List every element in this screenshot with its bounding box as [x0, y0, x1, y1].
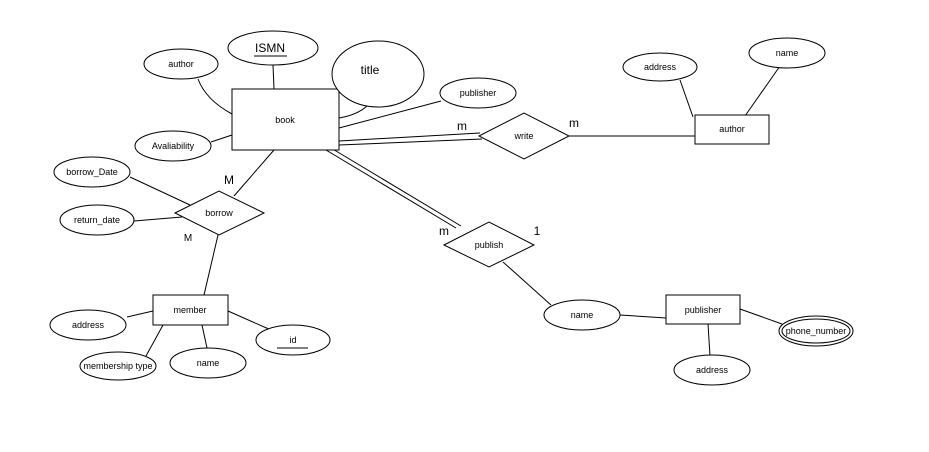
- line-member-address: [126, 310, 154, 318]
- attr-book-availability: Avaliability: [134, 130, 212, 162]
- line-name-publisher: [619, 314, 667, 319]
- attr-publisher-name-label: name: [571, 310, 594, 320]
- line-book-publish-1: [325, 149, 457, 229]
- attr-book-publisher: publisher: [439, 77, 517, 109]
- entity-author: author: [694, 114, 770, 145]
- attr-return-date: return_date: [59, 204, 135, 236]
- entity-publisher: publisher: [665, 294, 741, 325]
- relationship-write: write: [477, 112, 571, 160]
- line-book-title: [338, 105, 368, 119]
- line-book-publisher-attr: [338, 100, 442, 129]
- attr-member-address-label: address: [72, 320, 105, 330]
- cardinality-write-book: m: [457, 119, 467, 133]
- entity-publisher-label: publisher: [685, 305, 722, 315]
- line-book-isbn: [272, 64, 275, 90]
- attr-author-name-label: name: [776, 48, 799, 58]
- attr-member-name-label: name: [197, 358, 220, 368]
- line-book-author-attr: [197, 78, 233, 115]
- line-publisher-address: [707, 323, 711, 357]
- attr-member-id-label: id: [289, 335, 296, 345]
- connectors: [126, 64, 783, 357]
- attr-author-address: address: [622, 52, 698, 82]
- line-book-publish-2: [330, 147, 462, 227]
- relationship-borrow: borrow: [173, 190, 266, 236]
- line-publish-name: [502, 261, 552, 306]
- line-borrow-member: [203, 234, 219, 296]
- attr-book-publisher-label: publisher: [460, 88, 497, 98]
- line-book-write-1: [338, 132, 481, 142]
- relationship-borrow-label: borrow: [205, 208, 233, 218]
- line-return-date: [133, 216, 183, 222]
- line-author-address: [679, 79, 694, 118]
- line-book-availability: [210, 134, 233, 143]
- attr-publisher-address: address: [673, 354, 751, 386]
- attr-book-isbn: ISMN: [227, 30, 319, 66]
- entity-member-label: member: [173, 305, 206, 315]
- attr-publisher-phone-label: phone_number: [786, 326, 847, 336]
- cardinality-publish-book: m: [439, 224, 449, 238]
- attr-book-author: author: [143, 48, 219, 80]
- attr-member-type-label: membership type: [83, 361, 152, 371]
- attr-member-id: id: [255, 324, 331, 356]
- relationship-write-label: write: [513, 131, 533, 141]
- cardinality-borrow-member: M: [184, 233, 192, 244]
- attr-publisher-address-label: address: [696, 365, 729, 375]
- attr-publisher-name: name: [543, 299, 621, 331]
- attr-publisher-phone: phone_number: [778, 315, 854, 347]
- line-member-type: [145, 324, 164, 357]
- line-author-name: [744, 65, 781, 117]
- line-member-id: [227, 310, 272, 331]
- attr-member-type: membership type: [79, 351, 157, 381]
- attr-book-title: title: [331, 40, 425, 108]
- attr-book-isbn-label: ISMN: [255, 41, 285, 55]
- line-publisher-phone: [739, 308, 783, 325]
- line-book-borrow: [233, 149, 275, 197]
- relationship-publish: publish: [442, 221, 536, 268]
- cardinality-write-author: m: [569, 116, 579, 130]
- attr-member-address: address: [49, 309, 127, 341]
- cardinality-publish-publisher: 1: [534, 224, 541, 238]
- relationship-publish-label: publish: [475, 240, 504, 250]
- line-borrow-date: [129, 176, 191, 206]
- attr-return-date-label: return_date: [74, 215, 120, 225]
- entity-book: book: [231, 88, 340, 151]
- entity-author-label: author: [719, 124, 745, 134]
- entity-book-label: book: [275, 115, 295, 125]
- attr-book-availability-label: Avaliability: [152, 141, 195, 151]
- attr-borrow-date: borrow_Date: [53, 156, 131, 188]
- attr-author-address-label: address: [644, 62, 677, 72]
- line-member-name: [201, 324, 208, 349]
- attr-author-name: name: [748, 37, 826, 69]
- cardinality-borrow-book: M: [224, 173, 234, 187]
- entity-member: member: [152, 294, 229, 326]
- attr-member-name: name: [169, 347, 247, 379]
- line-book-write-2: [338, 138, 483, 146]
- attr-borrow-date-label: borrow_Date: [66, 167, 118, 177]
- attr-book-author-label: author: [168, 59, 194, 69]
- attr-book-title-label: title: [361, 63, 380, 77]
